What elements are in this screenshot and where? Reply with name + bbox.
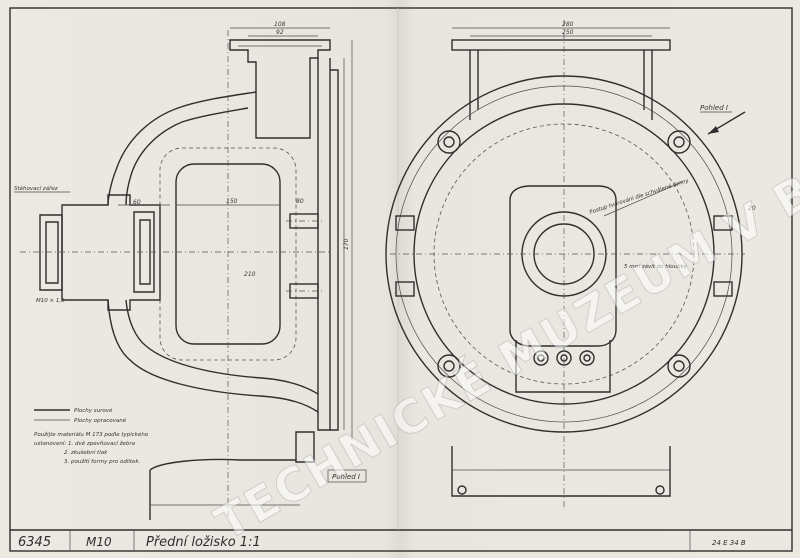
museum-watermark: TECHNICKÉ MUZEUM V BRNĚ xyxy=(206,108,800,551)
dim-right-flange: 80 xyxy=(296,198,304,205)
right-wall xyxy=(317,58,331,431)
drawing-number: 6345 xyxy=(18,535,51,550)
slot-note: Postup tvarování dle schválené formy xyxy=(588,177,690,216)
hole-note: 5 mm závit do hloubky xyxy=(624,263,688,270)
dim-height: 170 xyxy=(343,238,350,250)
lower-bracket xyxy=(515,340,611,393)
right-front-view xyxy=(385,20,746,510)
thread-label: M10 × 1,5 xyxy=(36,298,65,304)
bearing-seal xyxy=(39,214,63,291)
legend-machined: Plochy opracované xyxy=(74,417,127,424)
dim-right-top-b: 250 xyxy=(562,29,574,36)
foot-boss xyxy=(295,431,315,463)
note-3: 2. zkušební tlak xyxy=(64,449,108,456)
base-outline xyxy=(451,446,671,497)
top-flange xyxy=(229,39,331,139)
body-outline xyxy=(107,91,319,413)
title-block xyxy=(69,530,691,551)
left-section-view xyxy=(20,27,353,520)
note-4: 3. použití formy pro odlitek. xyxy=(64,458,141,465)
view-label-box-left xyxy=(327,469,367,483)
note-2: ustanovení: 1. dvě zpevňovací žebra xyxy=(34,440,136,447)
drawing-code: 24 E 34 B xyxy=(712,539,746,547)
dim-side: 20 xyxy=(748,205,756,212)
dim-right-top-a: 280 xyxy=(562,21,574,28)
lug-right-upper xyxy=(713,215,733,231)
bearing-ring xyxy=(133,211,155,293)
dim-window-h: 210 xyxy=(244,271,256,278)
view-label-left: Pohled I xyxy=(332,473,360,481)
dim-bearing: 60 xyxy=(133,199,141,206)
lug-left-upper xyxy=(395,215,415,231)
right-top-flange xyxy=(451,39,671,51)
central-housing xyxy=(509,185,617,347)
section-label: Stěhovací zářez xyxy=(14,185,58,192)
sheet-border xyxy=(9,7,793,552)
drawing-title: Přední ložisko 1:1 xyxy=(146,535,261,550)
legend-rough: Plochy surové xyxy=(74,407,113,414)
dim-window: 150 xyxy=(226,198,238,205)
bolt-holes xyxy=(437,130,691,378)
lug-right-lower xyxy=(713,281,733,297)
dim-top-b: 92 xyxy=(276,29,284,36)
dim-top-a: 108 xyxy=(274,21,286,28)
view-label-right: Pohled I xyxy=(700,104,728,112)
bearing-housing xyxy=(61,194,161,311)
body-circle xyxy=(413,103,715,405)
lug-left-lower xyxy=(395,281,415,297)
part-code: M10 xyxy=(86,535,112,549)
note-1: Použijte materiálu M 173 podle typického xyxy=(34,431,149,438)
